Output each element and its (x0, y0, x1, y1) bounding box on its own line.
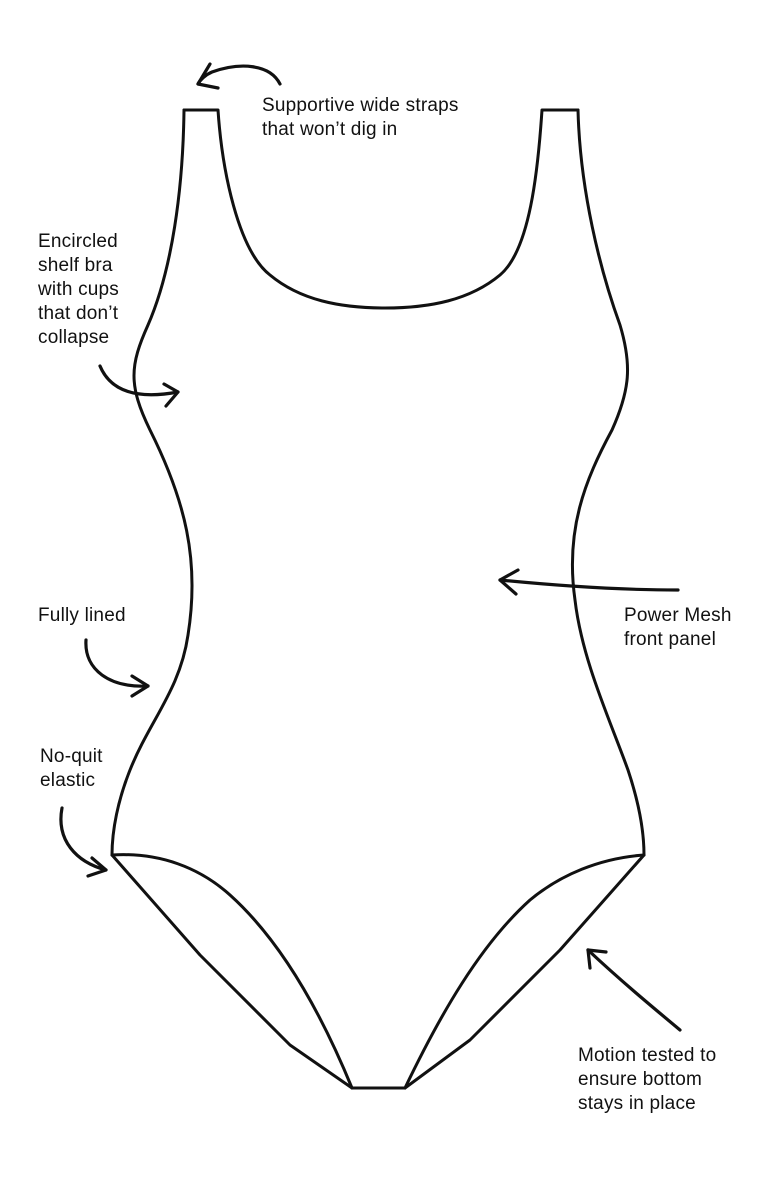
power-mesh-callout: Power Mesh front panel (624, 604, 732, 652)
callout-line: that don’t (38, 303, 119, 324)
callout-line: front panel (624, 629, 716, 650)
callout-line: Fully lined (38, 605, 126, 626)
callout-line: that won’t dig in (262, 119, 398, 140)
swimsuit-left-side (182, 108, 580, 310)
swimsuit-neckline-left-strap (110, 108, 194, 857)
fully-lined-callout: Fully lined (38, 604, 126, 628)
callout-line: Motion tested to (578, 1045, 717, 1066)
fully-lined-arrow (84, 638, 150, 698)
swimsuit-right-leg-opening (403, 853, 646, 1090)
motion-tested-callout: Motion tested to ensure bottom stays in … (578, 1044, 716, 1116)
power-mesh-arrow (498, 568, 680, 596)
motion-tested-arrow (586, 948, 682, 1032)
elastic-arrow (59, 806, 108, 878)
swimsuit-right-side (570, 108, 646, 857)
swimsuit-lower-left-edge (110, 853, 354, 1090)
swimsuit-left-leg-opening (110, 853, 354, 1090)
shelf-bra-callout: Encircled shelf bra with cups that don’t… (38, 230, 119, 350)
elastic-callout: No-quit elastic (40, 745, 103, 793)
swimsuit-lower-right-edge (403, 853, 646, 1090)
callout-line: ensure bottom (578, 1069, 703, 1090)
callout-line: shelf bra (38, 255, 113, 276)
straps-callout: Supportive wide straps that won’t dig in (262, 94, 459, 142)
straps-arrow (196, 62, 282, 90)
callout-line: No-quit (40, 746, 103, 767)
callout-line: collapse (38, 327, 110, 348)
shelf-bra-arrow (98, 364, 180, 408)
callout-line: Encircled (38, 231, 118, 252)
callout-line: Supportive wide straps (262, 95, 459, 116)
callout-line: with cups (38, 279, 120, 300)
callout-line: stays in place (578, 1093, 696, 1114)
swimsuit-outline (110, 108, 646, 1090)
callout-line: elastic (40, 770, 96, 791)
callout-line: Power Mesh (624, 605, 732, 626)
